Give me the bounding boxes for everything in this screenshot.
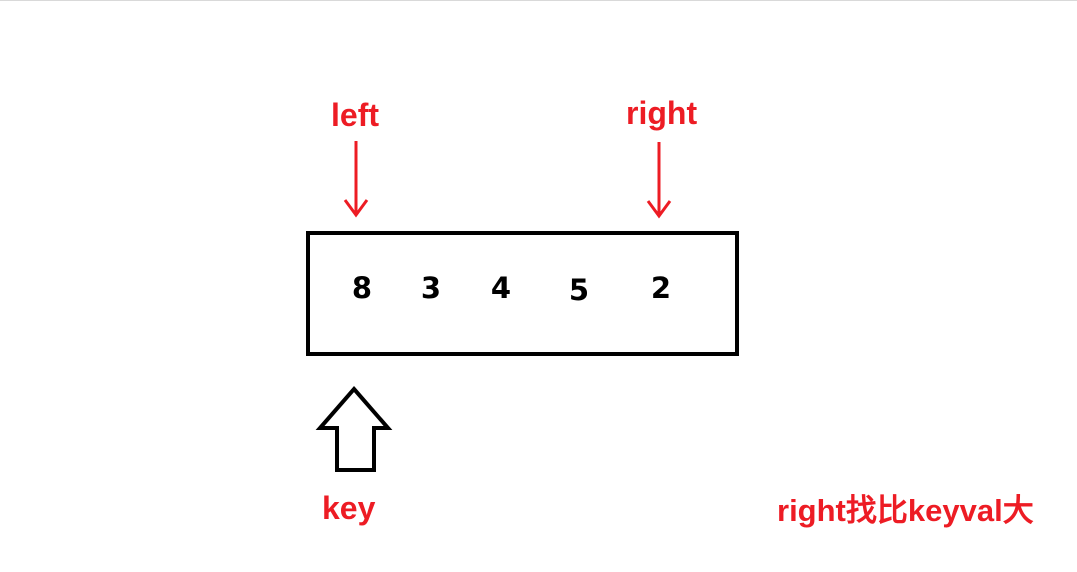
right-pointer-label: right (626, 95, 698, 131)
key-up-arrow (315, 385, 393, 472)
array-cell: 2 (650, 271, 672, 305)
key-label: key (322, 490, 376, 526)
note-label: right找比keyval大 (777, 493, 1034, 528)
array-cell: 5 (568, 273, 590, 307)
array-cell: 3 (420, 271, 442, 305)
array-box: 8 3 4 5 2 (306, 231, 739, 356)
left-pointer-arrow (343, 141, 369, 218)
array-cell: 8 (351, 271, 373, 305)
left-pointer-label: left (331, 97, 379, 133)
right-pointer-arrow (646, 142, 672, 219)
array-cell: 4 (490, 271, 512, 305)
